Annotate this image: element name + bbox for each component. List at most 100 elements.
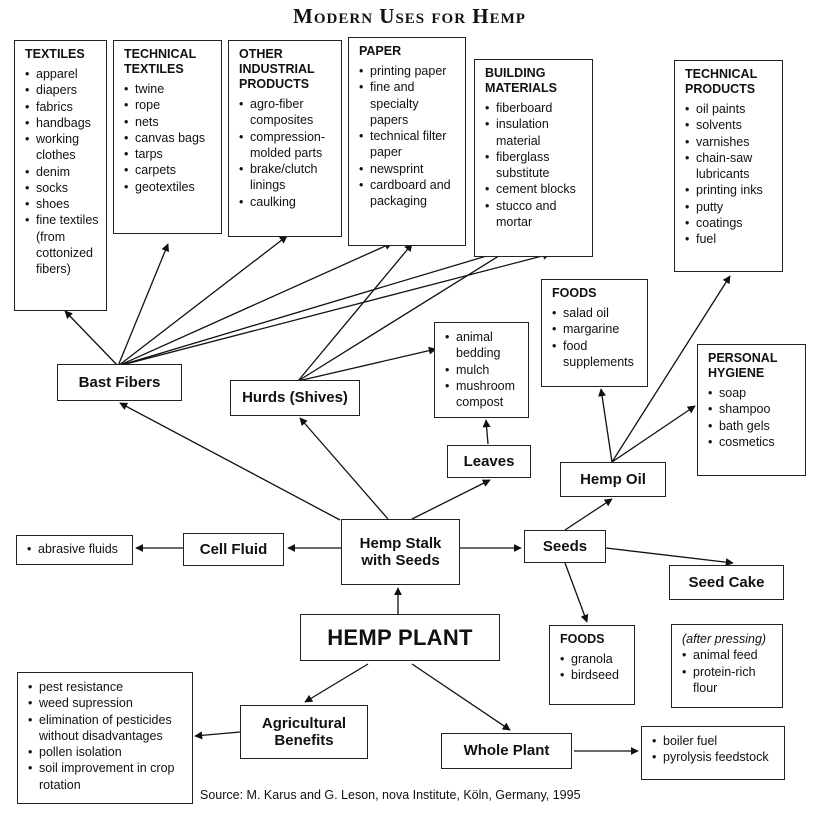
- list-item: fiberboard: [485, 100, 585, 117]
- list-item: tarps: [124, 146, 214, 163]
- list-item: caulking: [239, 194, 334, 211]
- list-item: mulch: [445, 362, 521, 379]
- list-item: cosmetics: [708, 434, 798, 451]
- list-item: cardboard and packaging: [359, 177, 458, 210]
- list-item: socks: [25, 180, 99, 197]
- list-textiles: Textiles appareldiapersfabricshandbagswo…: [14, 40, 107, 311]
- list-item: newsprint: [359, 161, 458, 178]
- connector-arrow: [119, 402, 341, 521]
- list-item: weed supression: [28, 695, 185, 712]
- list-item: shoes: [25, 196, 99, 213]
- list-item: agro-fiber composites: [239, 96, 334, 129]
- node-seed-cake: Seed Cake: [669, 565, 784, 600]
- list-header: Technical Products: [685, 67, 757, 96]
- list-personal-hygiene: Personal Hygiene soapshampoobath gelscos…: [697, 344, 806, 476]
- node-bast-fibers: Bast Fibers: [57, 364, 182, 401]
- list-header: Foods: [552, 286, 597, 300]
- list-item: boiler fuel: [652, 733, 777, 750]
- connector-arrow: [117, 243, 169, 367]
- list-item: bath gels: [708, 418, 798, 435]
- list-item: putty: [685, 199, 775, 216]
- node-seeds: Seeds: [524, 530, 606, 563]
- list-item: food supplements: [552, 338, 640, 371]
- connector-arrow: [117, 242, 393, 367]
- list-item: insulation material: [485, 116, 585, 149]
- list-item: fuel: [685, 231, 775, 248]
- list-item: handbags: [25, 115, 99, 132]
- connector-arrow: [564, 562, 589, 623]
- list-item: fine and specialty papers: [359, 79, 458, 128]
- list-item: carpets: [124, 162, 214, 179]
- list-item: cement blocks: [485, 181, 585, 198]
- connector-arrow: [304, 663, 369, 703]
- connector-arrow: [598, 388, 613, 463]
- connector-arrow: [297, 346, 437, 382]
- list-item: fine textiles (from cottonized fibers): [25, 212, 99, 277]
- list-leaf-uses: animal beddingmulchmushroom compost: [434, 322, 529, 418]
- list-agricultural-benefits: pest resistanceweed supressioneliminatio…: [17, 672, 193, 804]
- list-header: Other Industrial Products: [239, 47, 315, 91]
- list-whole-plant-uses: boiler fuelpyrolysis feedstock: [641, 726, 785, 780]
- source-citation: Source: M. Karus and G. Leson, nova Inst…: [200, 788, 581, 802]
- list-paper: Paper printing paperfine and specialty p…: [348, 37, 466, 246]
- list-item: varnishes: [685, 134, 775, 151]
- list-item: animal feed: [682, 647, 775, 664]
- list-item: denim: [25, 164, 99, 181]
- list-item: mushroom compost: [445, 378, 521, 411]
- list-header: Foods: [560, 632, 605, 646]
- connector-arrow: [64, 310, 119, 367]
- list-item: apparel: [25, 66, 99, 83]
- list-technical-products: Technical Products oil paintssolventsvar…: [674, 60, 783, 272]
- connector-arrow: [611, 405, 696, 463]
- list-note: (after pressing): [682, 632, 767, 646]
- list-oil-foods: Foods salad oilmargarinefood supplements: [541, 279, 648, 387]
- list-item: soap: [708, 385, 798, 402]
- list-other-industrial: Other Industrial Products agro-fiber com…: [228, 40, 342, 237]
- list-item: coatings: [685, 215, 775, 232]
- list-item: solvents: [685, 117, 775, 134]
- list-item: technical filter paper: [359, 128, 458, 161]
- list-item: pest resistance: [28, 679, 185, 696]
- connector-arrow: [411, 479, 491, 520]
- list-item: nets: [124, 114, 214, 131]
- node-agricultural-benefits: Agricultural Benefits: [240, 705, 368, 759]
- list-item: stucco and mortar: [485, 198, 585, 231]
- connector-arrow: [482, 419, 491, 445]
- list-cell-fluid-uses: abrasive fluids: [16, 535, 133, 565]
- node-hurds: Hurds (Shives): [230, 380, 360, 416]
- connector-arrow: [297, 248, 511, 382]
- node-hemp-plant: HEMP PLANT: [300, 614, 500, 661]
- connector-arrow: [117, 251, 551, 367]
- list-item: soil improvement in crop rotation: [28, 760, 185, 793]
- list-item: working clothes: [25, 131, 99, 164]
- node-hemp-stalk: Hemp Stalk with Seeds: [341, 519, 460, 585]
- list-item: salad oil: [552, 305, 640, 322]
- list-seed-foods: Foods granolabirdseed: [549, 625, 635, 705]
- list-item: brake/clutch linings: [239, 161, 334, 194]
- list-item: twine: [124, 81, 214, 98]
- list-item: compression-molded parts: [239, 129, 334, 162]
- node-leaves: Leaves: [447, 445, 531, 478]
- node-hemp-oil: Hemp Oil: [560, 462, 666, 497]
- connector-arrow: [611, 275, 731, 463]
- list-item: chain-saw lubricants: [685, 150, 775, 183]
- connector-arrow: [194, 731, 241, 740]
- list-item: canvas bags: [124, 130, 214, 147]
- connector-arrow: [411, 663, 511, 731]
- list-item: granola: [560, 651, 627, 668]
- list-item: abrasive fluids: [27, 541, 125, 558]
- list-header: Paper: [359, 44, 402, 58]
- connector-arrow: [564, 498, 613, 531]
- connector-arrow: [117, 247, 511, 367]
- list-header: Technical Textiles: [124, 47, 196, 76]
- list-item: shampoo: [708, 401, 798, 418]
- list-item: geotextiles: [124, 179, 214, 196]
- connector-arrow: [299, 417, 389, 520]
- list-item: fabrics: [25, 99, 99, 116]
- list-item: margarine: [552, 321, 640, 338]
- diagram-title: Modern Uses for Hemp: [293, 4, 526, 28]
- list-item: diapers: [25, 82, 99, 99]
- connector-arrow: [605, 547, 734, 567]
- list-item: fiberglass substitute: [485, 149, 585, 182]
- list-header: Personal Hygiene: [708, 351, 778, 380]
